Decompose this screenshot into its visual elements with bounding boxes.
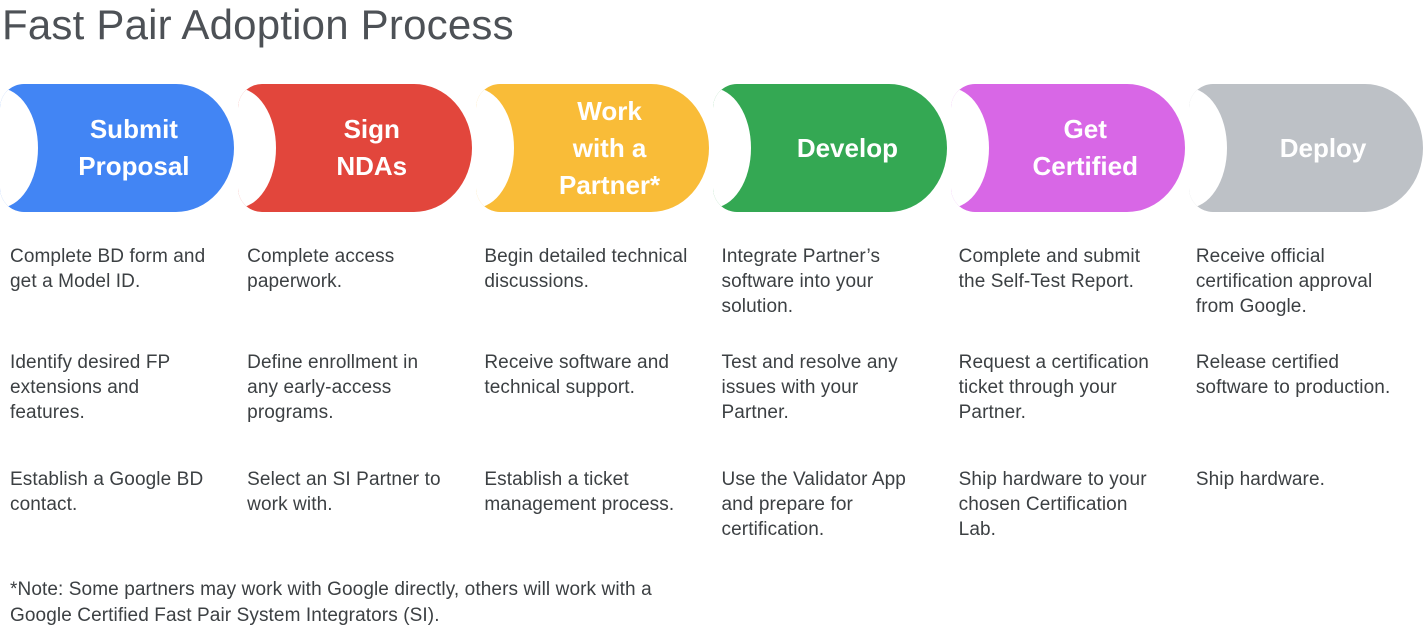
steps-column-deploy: Receive official certification approval …: [1186, 244, 1423, 542]
step-text: Define enrollment in any early-access pr…: [247, 352, 419, 424]
steps-column-work-with-partner: Begin detailed technical discussions. Re…: [474, 244, 711, 542]
steps-column-get-certified: Complete and submit the Self-Test Report…: [949, 244, 1186, 542]
stage-label-deploy: Deploy: [1279, 132, 1367, 163]
step-text: Begin detailed technical discussions.: [484, 246, 688, 293]
step-text: Use the Validator App and prepare for ce…: [721, 469, 906, 541]
step-text: Ship hardware to your chosen Certificati…: [958, 469, 1147, 541]
step-text: Establish a Google BD contact.: [10, 469, 204, 516]
stage-label-work-with-partner: Work with a Partner*: [558, 95, 661, 200]
stage-work-with-partner: Work with a Partner*: [475, 84, 710, 213]
steps-column-sign-ndas: Complete access paperwork. Define enroll…: [237, 244, 474, 542]
steps-grid: Complete BD form and get a Model ID. Ide…: [0, 244, 1423, 542]
stage-deploy: Deploy: [1189, 84, 1423, 213]
step-text: Select an SI Partner to work with.: [247, 469, 441, 516]
step-text: Complete BD form and get a Model ID.: [10, 246, 206, 293]
stage-label-sign-ndas: Sign NDAs: [336, 114, 408, 182]
stage-label-get-certified: Get Certified: [1032, 114, 1138, 182]
step-text: Ship hardware.: [1195, 469, 1326, 491]
footnote: *Note: Some partners may work with Googl…: [10, 579, 652, 626]
step-text: Test and resolve any issues with your Pa…: [721, 352, 898, 424]
step-text: Receive software and technical support.: [484, 352, 670, 399]
step-text: Establish a ticket management process.: [484, 469, 675, 516]
steps-column-develop: Integrate Partner’s software into your s…: [712, 244, 949, 542]
step-text: Complete access paperwork.: [247, 246, 395, 293]
step-text: Identify desired FP extensions and featu…: [10, 352, 170, 424]
stage-label-submit-proposal: Submit Proposal: [78, 114, 190, 182]
step-text: Release certified software to production…: [1195, 352, 1391, 399]
stage-label-develop: Develop: [796, 132, 898, 163]
stage-get-certified: Get Certified: [951, 84, 1186, 213]
step-text: Request a certification ticket through y…: [958, 352, 1149, 424]
process-stages-row: Submit Proposal Sign NDAs Work with a Pa…: [0, 84, 1423, 213]
page-title: Fast Pair Adoption Process: [2, 1, 514, 48]
stage-submit-proposal: Submit Proposal: [0, 84, 234, 213]
stage-sign-ndas: Sign NDAs: [237, 84, 472, 213]
stage-develop: Develop: [713, 84, 948, 213]
step-text: Complete and submit the Self-Test Report…: [958, 246, 1141, 293]
steps-column-submit-proposal: Complete BD form and get a Model ID. Ide…: [0, 244, 237, 542]
step-text: Integrate Partner’s software into your s…: [721, 246, 881, 318]
step-text: Receive official certification approval …: [1195, 246, 1373, 318]
